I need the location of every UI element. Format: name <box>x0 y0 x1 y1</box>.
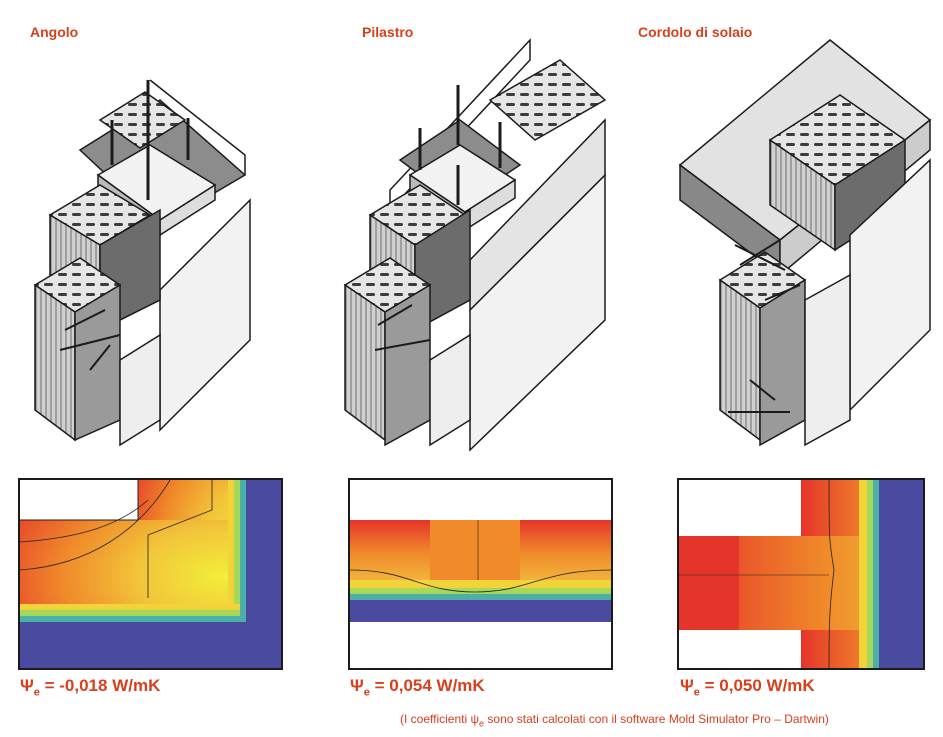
thermal-map-angolo <box>18 478 283 670</box>
psi-pilastro: Ψe = 0,054 W/mK <box>350 676 485 699</box>
pilastro-drawing <box>343 38 607 452</box>
cordolo-drawing <box>678 39 932 447</box>
footnote: (I coefficienti ψe sono stati calcolati … <box>400 712 829 729</box>
title-cordolo: Cordolo di solaio <box>638 24 753 40</box>
psi-angolo: Ψe = -0,018 W/mK <box>20 676 161 699</box>
title-angolo: Angolo <box>30 24 79 40</box>
title-pilastro: Pilastro <box>362 24 414 40</box>
thermal-map-pilastro <box>348 478 613 670</box>
angolo-drawing <box>33 79 251 447</box>
psi-cordolo: Ψe = 0,050 W/mK <box>680 676 815 699</box>
thermal-map-cordolo <box>677 478 925 670</box>
isometric-drawings <box>33 38 932 452</box>
